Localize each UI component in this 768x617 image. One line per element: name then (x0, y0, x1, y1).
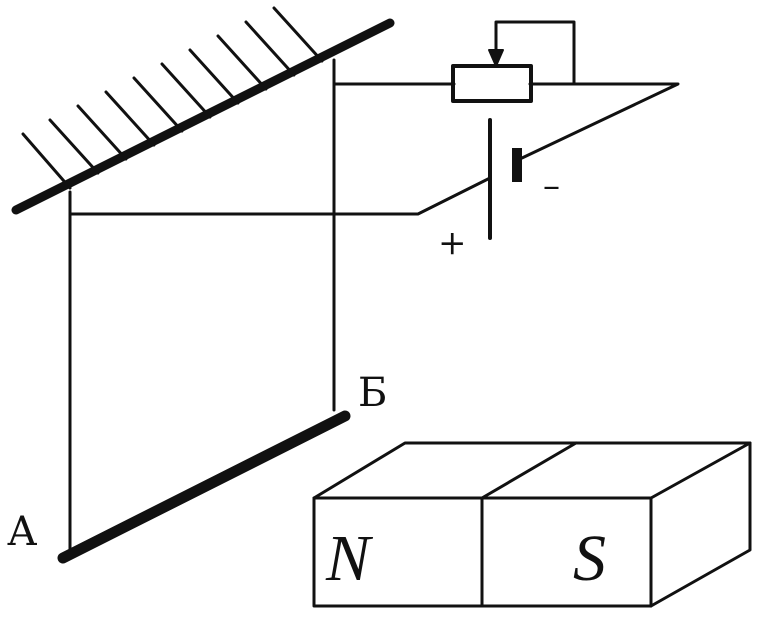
battery-plus-label: + (438, 223, 467, 263)
magnet (312, 441, 752, 608)
rheostat-slider-arrow (488, 49, 504, 67)
conductor-rod-ab (57, 410, 351, 564)
ceiling-hatching (21, 6, 324, 190)
point-a-label: А (7, 509, 37, 555)
magnet-side-face (649, 441, 752, 608)
magnet-south-label: S (573, 522, 606, 595)
ceiling-support (11, 18, 395, 215)
point-b-label: Б (358, 370, 387, 416)
magnet-top-face (312, 441, 752, 500)
rheostat-resistor (451, 64, 533, 103)
battery-minus-label: – (543, 166, 560, 206)
circuit-wires (68, 20, 680, 216)
magnet-north-label: N (325, 522, 374, 595)
